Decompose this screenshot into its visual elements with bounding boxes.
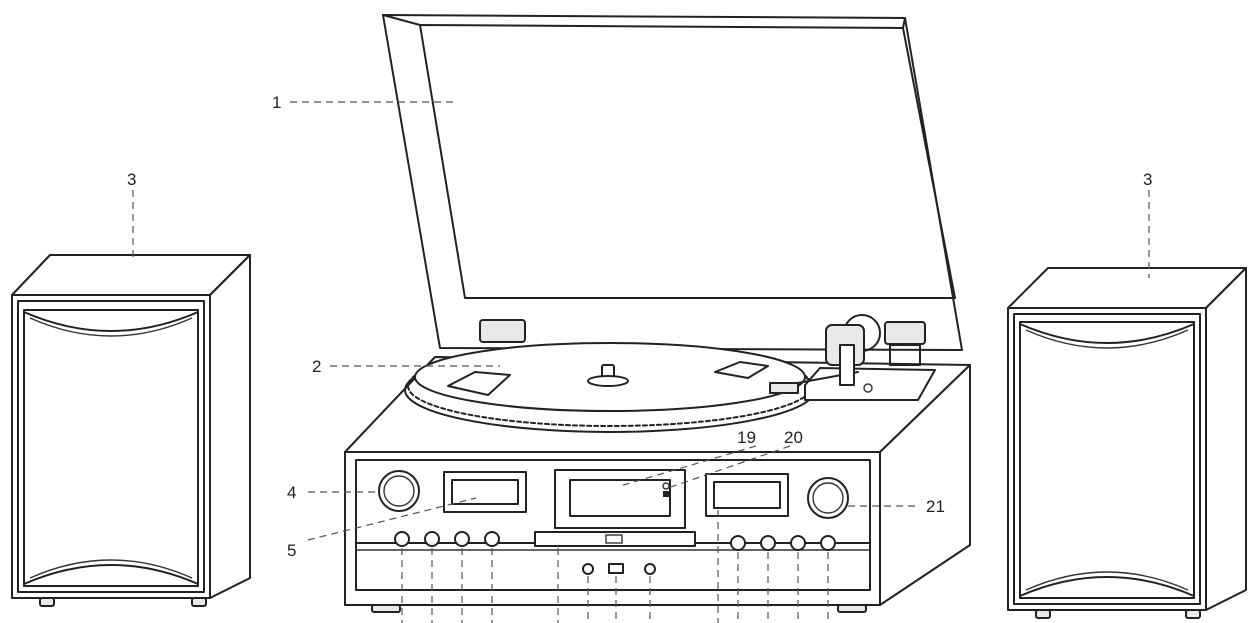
left-knob	[378, 470, 420, 512]
right-knob	[807, 477, 849, 519]
callout-right-knob: 21	[926, 497, 945, 516]
leader-lines	[132, 101, 1150, 623]
tonearm	[769, 314, 936, 401]
front-panel	[378, 469, 849, 575]
callout-speaker-right: 3	[1143, 170, 1152, 189]
turntable-platter	[404, 342, 816, 433]
speaker-left	[11, 254, 251, 607]
center-display	[554, 469, 686, 529]
callout-lid: 1	[272, 93, 281, 112]
callout-display-indicator: 20	[784, 428, 803, 447]
callout-platter: 2	[312, 357, 321, 376]
left-window	[443, 471, 527, 513]
callout-labels: 1 2 3 3 4 5 19 20 21	[127, 93, 1152, 560]
speaker-right	[1007, 267, 1247, 619]
callout-left-window: 5	[287, 541, 296, 560]
callout-left-knob: 4	[287, 483, 296, 502]
dust-cover-lid	[382, 14, 963, 351]
callout-speaker-left: 3	[127, 170, 136, 189]
callout-center-display: 19	[737, 428, 756, 447]
